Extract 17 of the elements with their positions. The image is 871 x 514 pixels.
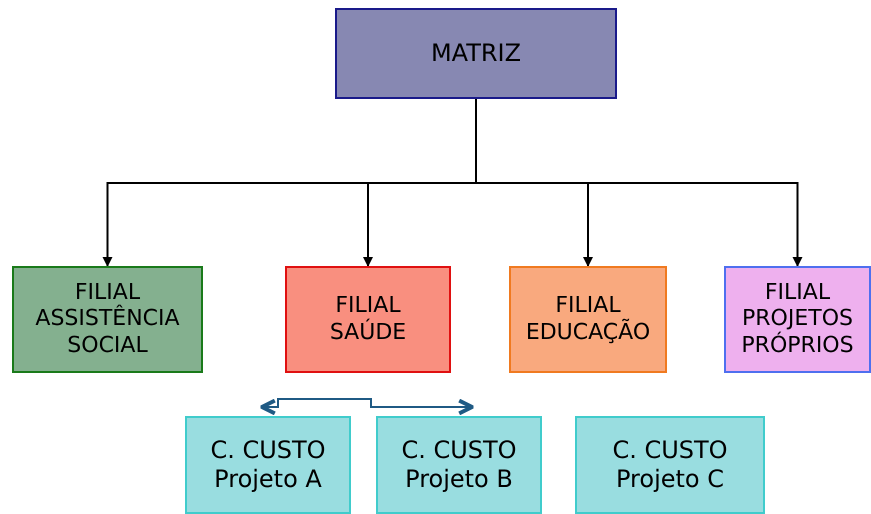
branch-box <box>724 266 871 373</box>
branch-box <box>12 266 203 373</box>
headquarters-box <box>335 8 617 99</box>
box-label: MATRIZ <box>430 39 522 68</box>
box-label: FILIAL EDUCAÇÃO <box>524 293 652 346</box>
branch-box <box>285 266 451 373</box>
box-label: FILIAL SAÚDE <box>328 293 408 346</box>
cost-center-box <box>376 416 542 514</box>
double-arrow <box>260 398 474 416</box>
box-label: C. CUSTO Projeto B <box>400 436 518 494</box>
box-label: C. CUSTO Projeto C <box>611 436 729 494</box>
cost-center-box <box>185 416 351 514</box>
cost-center-box <box>575 416 765 514</box>
box-label: C. CUSTO Projeto A <box>209 436 327 494</box>
box-label: FILIAL PROJETOS PRÓPRIOS <box>740 280 855 360</box>
box-label: FILIAL ASSISTÊNCIA SOCIAL <box>34 280 181 360</box>
branch-box <box>509 266 667 373</box>
